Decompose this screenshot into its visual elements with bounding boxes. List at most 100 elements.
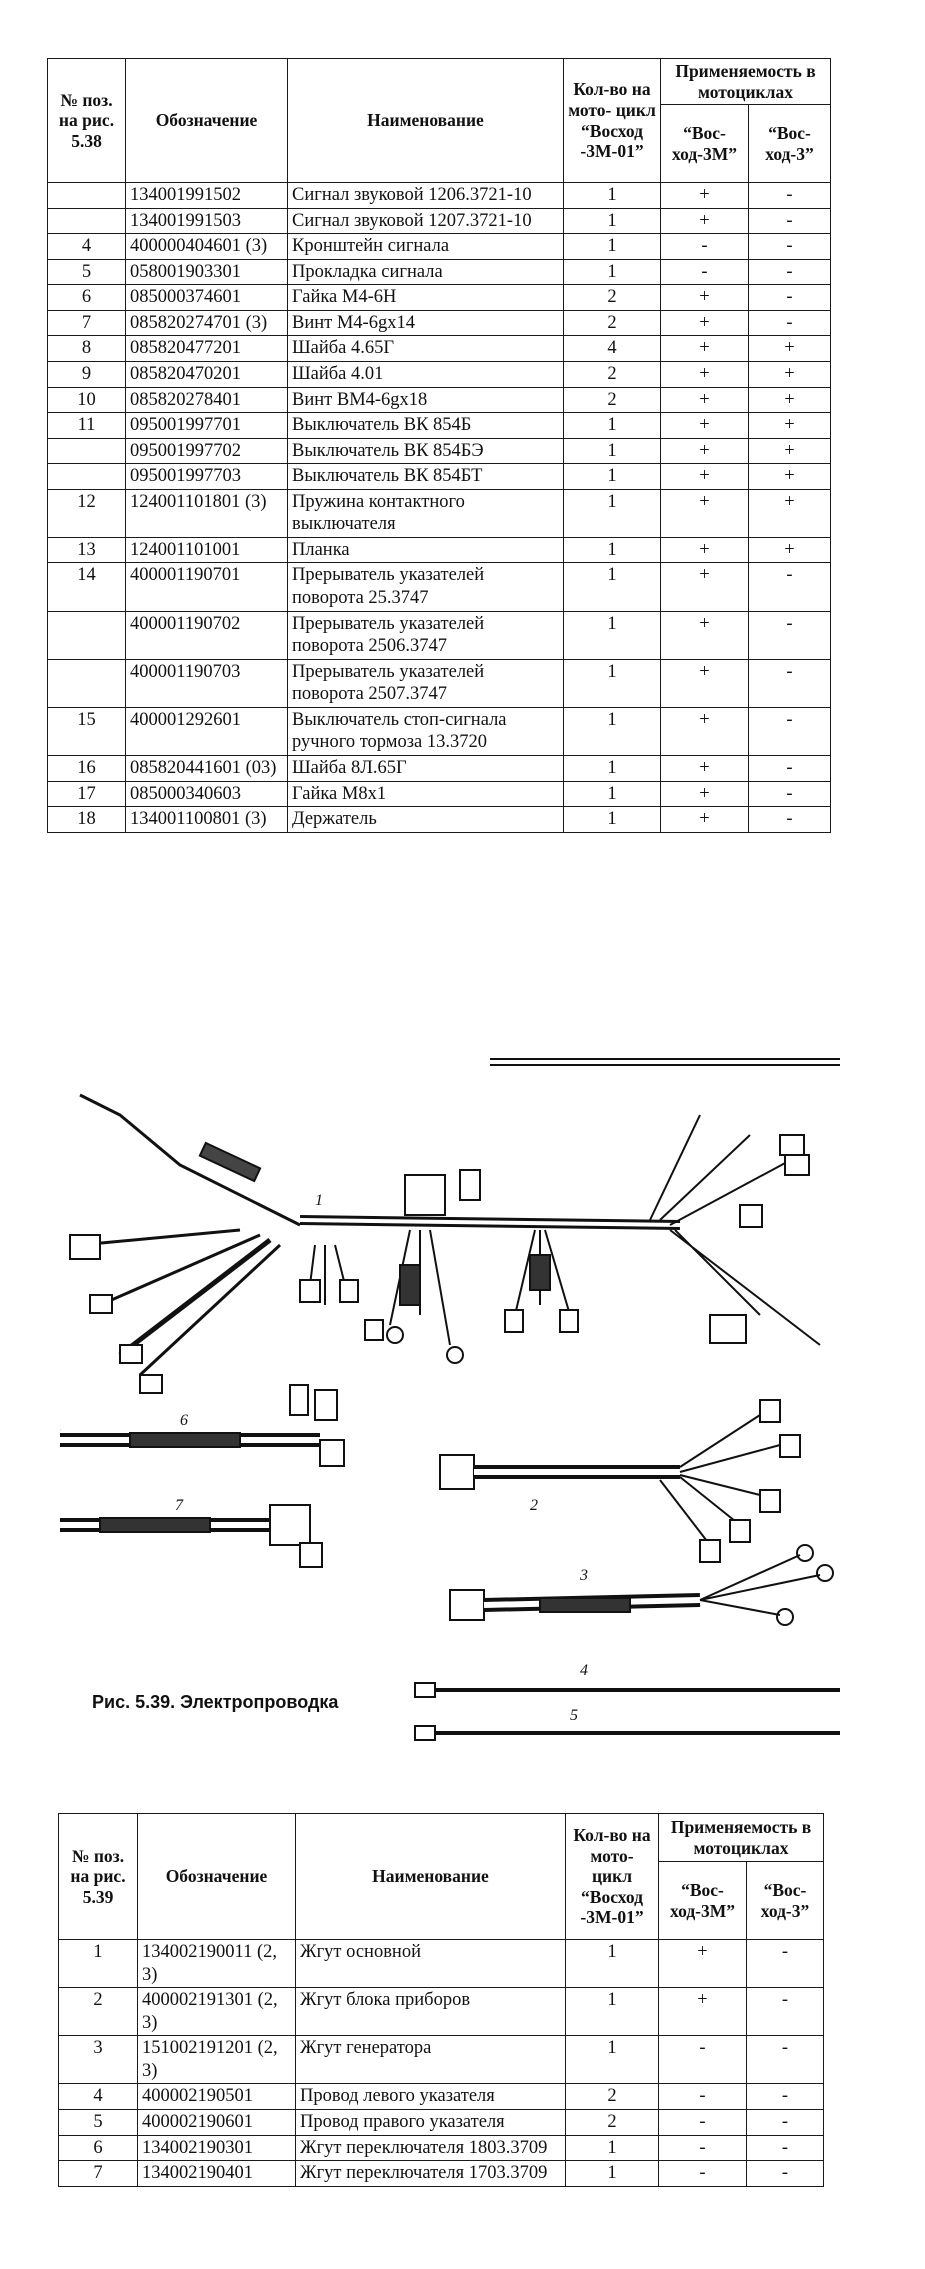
applic-3m-cell: + xyxy=(658,1987,747,2037)
applic-3-cell: - xyxy=(748,754,831,782)
qty-cell: 1 xyxy=(565,2035,659,2085)
qty-cell: 1 xyxy=(565,2160,659,2187)
pos-cell: 2 xyxy=(58,1987,138,2037)
applic-3m-cell: + xyxy=(660,412,749,439)
applic-3-cell: + xyxy=(748,360,831,388)
code-cell: 085820441601 (03) xyxy=(125,754,288,782)
code-cell: 085000340603 xyxy=(125,780,288,808)
applic-3-cell: + xyxy=(748,335,831,362)
code-cell: 151002191201 (2, 3) xyxy=(137,2035,296,2085)
name-cell: Прерыватель указателей поворота 2507.374… xyxy=(287,658,564,708)
name-cell: Винт М4-6gx14 xyxy=(287,309,564,337)
code-cell: 134001100801 (3) xyxy=(125,806,288,833)
applic-3-cell: - xyxy=(748,706,831,756)
pos-cell: 4 xyxy=(58,2083,138,2110)
harness-label-4: 4 xyxy=(580,1662,588,1679)
pos-cell: 11 xyxy=(47,412,126,439)
applic-3-cell: - xyxy=(746,1938,824,1989)
name-cell: Выключатель стоп-сигнала ручного тормоза… xyxy=(287,706,564,756)
name-cell: Провод левого указателя xyxy=(295,2083,566,2110)
code-cell: 400002190601 xyxy=(137,2108,296,2136)
qty-cell: 1 xyxy=(563,806,661,833)
pos-cell: 9 xyxy=(47,360,126,388)
harness-label-1: 1 xyxy=(315,1192,323,1209)
applic-3m-cell: + xyxy=(660,182,749,209)
applic-3-cell: + xyxy=(748,536,831,564)
applic-3m-cell: + xyxy=(660,488,749,538)
qty-cell: 1 xyxy=(563,780,661,808)
pos-cell: 7 xyxy=(58,2160,138,2187)
name-cell: Выключатель ВК 854БЭ xyxy=(287,437,564,465)
code-cell: 085820274701 (3) xyxy=(125,309,288,337)
qty-cell: 1 xyxy=(565,1987,659,2037)
name-cell: Выключатель ВК 854Б xyxy=(287,412,564,439)
code-cell: 095001997702 xyxy=(125,437,288,465)
applic-3m-cell: + xyxy=(660,386,749,414)
applic-3m-cell: + xyxy=(660,360,749,388)
header-qty: Кол-во на мото- цикл “Восход -3М-01” xyxy=(563,58,661,183)
code-cell: 400001190702 xyxy=(125,610,288,660)
harness-label-2: 2 xyxy=(530,1497,538,1514)
qty-cell: 2 xyxy=(563,309,661,337)
header-name: Наименование xyxy=(295,1813,566,1940)
code-cell: 085820278401 xyxy=(125,386,288,414)
pos-cell: 12 xyxy=(47,488,126,538)
harness-sleeve xyxy=(539,1597,631,1613)
name-cell: Прокладка сигнала xyxy=(287,258,564,286)
harness-label-5: 5 xyxy=(570,1707,578,1724)
applic-3-cell: - xyxy=(748,562,831,612)
qty-cell: 2 xyxy=(565,2108,659,2136)
header-voskhod-3: “Вос- ход-3” xyxy=(748,104,831,183)
header-code: Обозначение xyxy=(137,1813,296,1940)
applic-3-cell: - xyxy=(746,2035,824,2085)
name-cell: Жгут переключателя 1803.3709 xyxy=(295,2134,566,2162)
applic-3-cell: - xyxy=(746,2083,824,2110)
pos-cell: 17 xyxy=(47,780,126,808)
applic-3m-cell: + xyxy=(660,780,749,808)
name-cell: Гайка М8х1 xyxy=(287,780,564,808)
pos-cell xyxy=(47,610,126,660)
applic-3-cell: + xyxy=(748,488,831,538)
applic-3m-cell: + xyxy=(660,207,749,235)
harness-sleeve xyxy=(129,1432,241,1448)
pos-cell: 8 xyxy=(47,335,126,362)
applic-3-cell: - xyxy=(746,2108,824,2136)
applic-3m-cell: + xyxy=(658,1938,747,1989)
parts-table-5-39: № поз. на рис. 5.39 Обозначение Наименов… xyxy=(58,1813,824,2187)
qty-cell: 1 xyxy=(563,754,661,782)
code-cell: 124001101001 xyxy=(125,536,288,564)
qty-cell: 1 xyxy=(563,610,661,660)
applic-3-cell: + xyxy=(748,386,831,414)
qty-cell: 2 xyxy=(563,284,661,311)
qty-cell: 1 xyxy=(565,2134,659,2162)
code-cell: 058001903301 xyxy=(125,258,288,286)
header-pos: № поз. на рис. 5.39 xyxy=(58,1813,138,1940)
name-cell: Винт ВМ4-6gx18 xyxy=(287,386,564,414)
name-cell: Жгут блока приборов xyxy=(295,1987,566,2037)
pos-cell: 1 xyxy=(58,1938,138,1989)
code-cell: 124001101801 (3) xyxy=(125,488,288,538)
applic-3m-cell: + xyxy=(660,335,749,362)
header-voskhod-3m: “Вос- ход-3М” xyxy=(658,1861,747,1940)
applic-3m-cell: + xyxy=(660,562,749,612)
pos-cell: 14 xyxy=(47,562,126,612)
applic-3-cell: - xyxy=(748,258,831,286)
code-cell: 400000404601 (3) xyxy=(125,233,288,260)
code-cell: 134001991502 xyxy=(125,182,288,209)
pos-cell: 4 xyxy=(47,233,126,260)
name-cell: Жгут генератора xyxy=(295,2035,566,2085)
qty-cell: 1 xyxy=(563,437,661,465)
name-cell: Гайка М4-6Н xyxy=(287,284,564,311)
code-cell: 085820477201 xyxy=(125,335,288,362)
